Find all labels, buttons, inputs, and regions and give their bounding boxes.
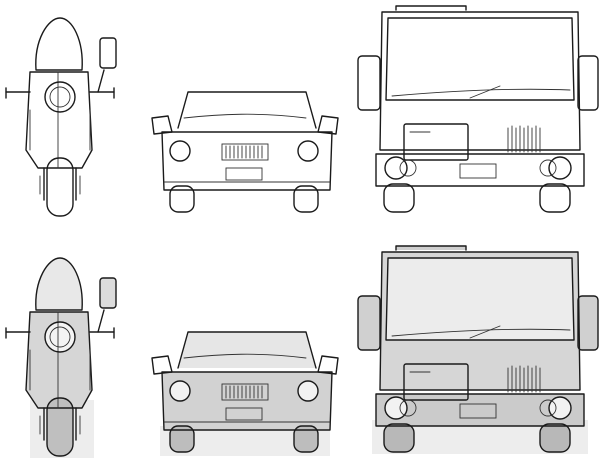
truck-front-shaded (357, 245, 599, 453)
motorcycle-front-shaded (5, 257, 117, 457)
car-front-shaded (151, 331, 339, 453)
row-shaded (5, 245, 599, 458)
motorcycle-front-outline (5, 17, 117, 217)
car-front-outline (151, 91, 339, 213)
truck-front-outline (357, 5, 599, 213)
row-outline (5, 5, 599, 217)
